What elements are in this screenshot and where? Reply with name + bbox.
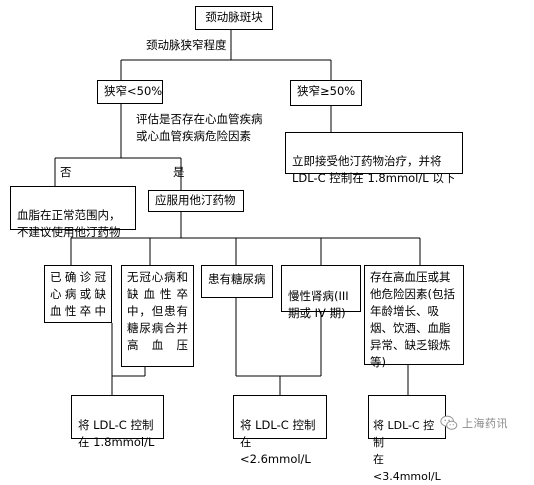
stenosis-under-50-text: 狭窄<50% (104, 84, 163, 98)
connector-lines (54, 30, 421, 395)
category-diabetes: 患有糖尿病 (201, 265, 273, 298)
carotid-plaque-node: 颈动脉斑块 (195, 6, 273, 30)
no-statin-text: 血脂在正常范围内， 不建议使用他汀药物 (17, 208, 121, 239)
stenosis-over-50-text: 狭窄≥50% (297, 84, 356, 98)
target-ldl-3-4: 将 LDL-C 控制 在<3.4mmol/L (368, 395, 446, 483)
category-diabetes-hypertension: 无冠心病和缺血性卒中，但患有糖尿病合并高血压 (121, 265, 194, 367)
watermark: 上海药讯 (440, 412, 534, 434)
yes-label: 是 (173, 165, 185, 179)
category-confirmed-chd-stroke-text: 已确诊冠心病或缺血性卒中 (50, 270, 106, 318)
category-diabetes-hypertension-text: 无冠心病和缺血性卒中，但患有糖尿病合并高血压 (127, 270, 188, 352)
stenosis-under-50-node: 狭窄<50% (97, 80, 163, 104)
category-hypertension-risks: 存在高血压或其他危险因素(包括年龄增长、吸烟、饮酒、血脂异常、缺乏锻炼等) (364, 265, 464, 369)
category-ckd: 慢性肾病(III 期或 IV 期) (281, 265, 361, 320)
no-label: 否 (60, 165, 72, 179)
category-ckd-text: 慢性肾病(III 期或 IV 期) (288, 289, 349, 320)
no-statin-node: 血脂在正常范围内， 不建议使用他汀药物 (10, 186, 136, 239)
wechat-icon (440, 415, 458, 430)
take-statin-text: 应服用他汀药物 (155, 193, 236, 207)
stenosis-over-50-node: 狭窄≥50% (290, 80, 362, 106)
category-diabetes-text: 患有糖尿病 (208, 272, 266, 286)
carotid-plaque-text: 颈动脉斑块 (205, 10, 263, 24)
stenosis-degree-label: 颈动脉狭窄程度 (146, 38, 227, 52)
target-ldl-1-8-text: 将 LDL-C 控制 在 1.8mmol/L (78, 418, 155, 449)
risk-assessment-label: 评估是否存在心血管疾病 或心血管疾病危险因素 (136, 112, 263, 143)
take-statin-node: 应服用他汀药物 (148, 190, 244, 212)
flowchart: 颈动脉斑块 颈动脉狭窄程度 狭窄<50% 狭窄≥50% 立即接受他汀药物治疗，并… (10, 6, 534, 483)
target-ldl-1-8: 将 LDL-C 控制 在 1.8mmol/L (71, 395, 164, 449)
statin-immediate-text: 立即接受他汀药物治疗，并将 LDL-C 控制在 1.8mmol/L 以下 (292, 154, 456, 185)
statin-immediate-node: 立即接受他汀药物治疗，并将 LDL-C 控制在 1.8mmol/L 以下 (285, 132, 463, 185)
target-ldl-2-6: 将 LDL-C 控制 在<2.6mmol/L (233, 395, 327, 466)
category-confirmed-chd-stroke: 已确诊冠心病或缺血性卒中 (44, 265, 112, 323)
watermark-text: 上海药讯 (462, 417, 508, 430)
category-hypertension-risks-text: 存在高血压或其他危险因素(包括年龄增长、吸烟、饮酒、血脂异常、缺乏锻炼等) (370, 270, 455, 369)
